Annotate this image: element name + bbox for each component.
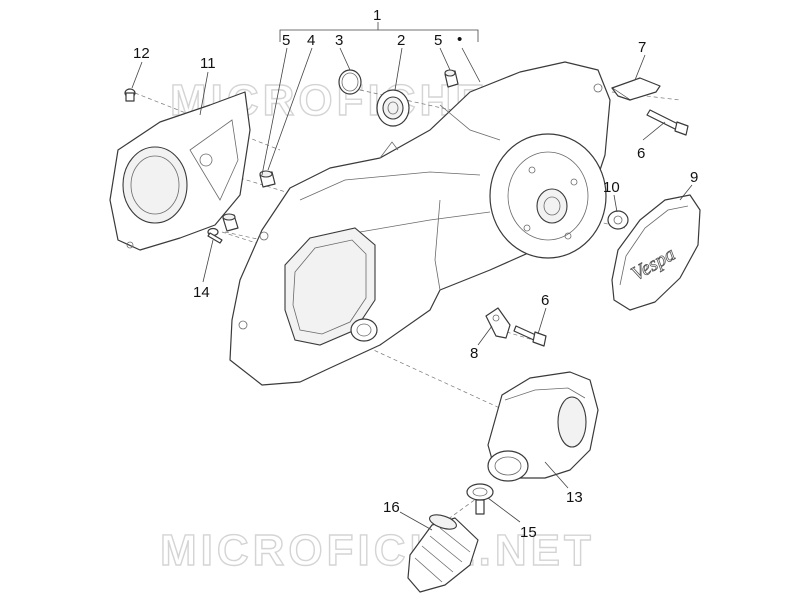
callout-4: 4 xyxy=(307,32,315,49)
hose-part-16 xyxy=(407,514,479,593)
callout-8: 8 xyxy=(470,345,478,362)
dowel-part-5-left xyxy=(222,213,239,232)
callout-1: 1 xyxy=(373,7,381,24)
callout-14: 14 xyxy=(193,284,210,301)
circlip-part-3 xyxy=(338,69,362,95)
callout-6-top: 6 xyxy=(637,145,645,162)
callouts: 1 5 4 3 2 5 • 12 11 7 6 9 10 14 6 8 13 1… xyxy=(133,7,698,541)
leader-lines xyxy=(131,22,693,531)
callout-3: 3 xyxy=(335,32,343,49)
bolt-part-6-lower xyxy=(513,325,547,347)
callout-5-top-left: 5 xyxy=(282,32,290,49)
callout-6-lower: 6 xyxy=(541,292,549,309)
callout-10: 10 xyxy=(603,179,620,196)
bearing-part-2 xyxy=(376,89,410,127)
callout-11: 11 xyxy=(200,55,216,72)
callout-5-top-right: 5 xyxy=(434,32,442,49)
callout-9: 9 xyxy=(690,169,698,186)
callout-7: 7 xyxy=(638,39,646,56)
gasket-plate-part-11 xyxy=(109,91,251,251)
callout-16: 16 xyxy=(383,499,400,516)
plate-part-8 xyxy=(485,307,511,339)
decorative-cover-part-9: Vespa xyxy=(611,194,701,311)
callout-13: 13 xyxy=(566,489,583,506)
transmission-cover-part-1 xyxy=(229,61,611,386)
bracket-part-7 xyxy=(611,77,661,101)
callout-dot: • xyxy=(457,31,462,48)
callout-12: 12 xyxy=(133,45,150,62)
callout-2: 2 xyxy=(397,32,405,49)
damper-part-10 xyxy=(607,210,629,230)
watermark-bottom: MICROFICHE.NET xyxy=(160,526,595,575)
dowel-part-5-top xyxy=(444,69,459,88)
bolt-part-6-top xyxy=(646,109,689,136)
callout-15: 15 xyxy=(520,524,537,541)
dowel-part-4 xyxy=(259,170,276,188)
screw-part-12 xyxy=(124,88,136,102)
screw-part-14 xyxy=(207,227,223,244)
intake-duct-part-13 xyxy=(487,371,599,482)
clamp-part-15 xyxy=(466,483,494,515)
